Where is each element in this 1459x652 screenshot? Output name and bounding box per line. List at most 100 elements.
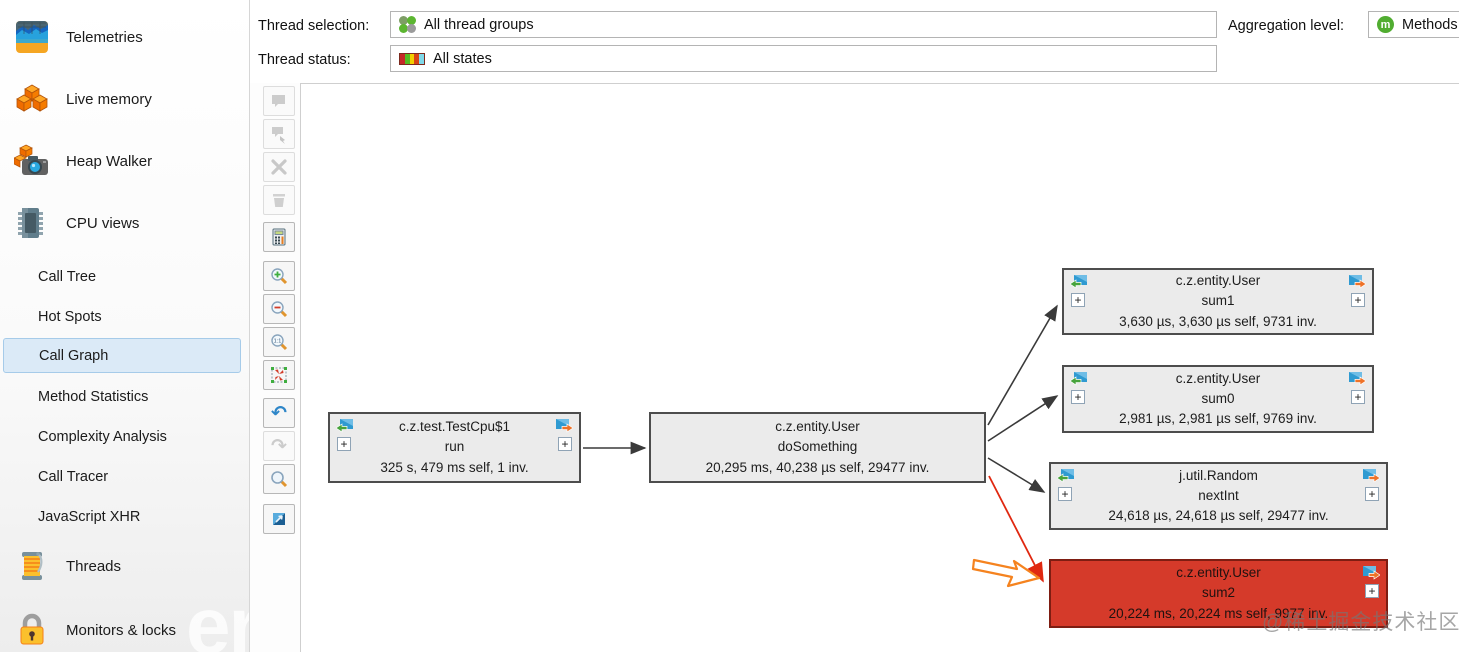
graph-node-run[interactable]: + + c.z.test.TestCpu$1 run 325 s, 479 ms… <box>328 412 581 483</box>
thread-status-combobox[interactable]: All states <box>390 45 1217 72</box>
thread-selection-label: Thread selection: <box>258 18 370 34</box>
zoom-out-icon <box>271 301 288 318</box>
sidebar-item-call-graph[interactable]: Call Graph <box>3 338 241 373</box>
expand-callers-button[interactable]: + <box>1071 390 1085 404</box>
outgoing-calls-icon[interactable] <box>1348 275 1367 295</box>
node-class: c.z.entity.User <box>1175 273 1261 289</box>
find-icon <box>271 471 288 488</box>
open-overview-button[interactable] <box>263 504 295 534</box>
graph-node-sum2[interactable]: + c.z.entity.User sum2 20,224 ms, 20,224… <box>1049 559 1388 628</box>
delete-graph-icon <box>273 194 285 207</box>
thread-selection-combobox[interactable]: All thread groups <box>390 11 1217 38</box>
thread-selection-value: All thread groups <box>424 16 534 33</box>
thread-states-icon <box>399 52 425 65</box>
sidebar-item-label: Threads <box>66 557 122 575</box>
node-class: c.z.entity.User <box>1175 370 1261 386</box>
node-stats: 2,981 µs, 2,981 µs self, 9769 inv. <box>1119 411 1317 427</box>
redo-icon: ↷ <box>271 434 287 457</box>
thread-status-value: All states <box>433 50 492 67</box>
zoom-out-button[interactable] <box>263 294 295 324</box>
sidebar-item-method-statistics[interactable]: Method Statistics <box>38 389 149 405</box>
site-watermark: @稀土掘金技术社区 <box>1262 611 1459 634</box>
node-method: doSomething <box>777 439 858 455</box>
add-annotation-button[interactable] <box>263 86 295 116</box>
outgoing-calls-icon[interactable] <box>1362 469 1381 489</box>
incoming-calls-icon[interactable] <box>1056 469 1075 489</box>
sidebar-item-hot-spots[interactable]: Hot Spots <box>38 309 102 325</box>
sidebar-item-call-tracer[interactable]: Call Tracer <box>38 469 109 485</box>
sidebar-item-label: CPU views <box>66 214 140 232</box>
aggregation-level-combobox[interactable]: m Methods <box>1368 11 1459 38</box>
node-stats: 3,630 µs, 3,630 µs self, 9731 inv. <box>1119 313 1317 329</box>
incoming-calls-icon[interactable] <box>1069 275 1088 295</box>
thread-status-label: Thread status: <box>258 52 351 68</box>
node-class: c.z.entity.User <box>775 419 860 435</box>
graph-node-sum0[interactable]: + + c.z.entity.User sum0 2,981 µs, 2,981… <box>1062 365 1374 433</box>
sidebar-item-monitors-locks[interactable]: Monitors & locks <box>0 605 249 652</box>
cpu-views-icon <box>12 203 52 243</box>
sidebar-item-heap-walker[interactable]: Heap Walker <box>0 136 249 186</box>
sidebar-item-call-tree[interactable]: Call Tree <box>38 269 97 285</box>
outgoing-calls-icon[interactable] <box>1348 372 1367 392</box>
sidebar-item-label: Telemetries <box>66 28 143 46</box>
expand-callers-button[interactable]: + <box>1058 487 1072 501</box>
zoom-in-icon <box>271 268 288 285</box>
graph-node-sum1[interactable]: + + c.z.entity.User sum1 3,630 µs, 3,630… <box>1062 268 1374 335</box>
graph-node-dosomething[interactable]: c.z.entity.User doSomething 20,295 ms, 4… <box>649 412 986 483</box>
sidebar-item-telemetries[interactable]: Telemetries <box>0 12 249 62</box>
node-stats: 24,618 µs, 24,618 µs self, 29477 inv. <box>1108 508 1329 524</box>
move-annotation-icon <box>272 127 285 144</box>
node-method: sum2 <box>1201 585 1235 601</box>
sidebar-item-label: Heap Walker <box>66 152 153 170</box>
node-class: c.z.entity.User <box>1176 565 1261 581</box>
sidebar-item-live-memory[interactable]: Live memory <box>0 74 249 124</box>
zoom-actual-size-button[interactable]: 1:1 <box>263 327 295 357</box>
incoming-calls-icon[interactable] <box>335 419 354 439</box>
remove-node-button[interactable] <box>263 152 295 182</box>
svg-text:1:1: 1:1 <box>274 339 282 345</box>
call-graph-canvas[interactable]: + + c.z.test.TestCpu$1 run 325 s, 479 ms… <box>300 83 1459 652</box>
aggregation-level-label: Aggregation level: <box>1228 18 1345 34</box>
sidebar-item-threads[interactable]: Threads <box>0 541 249 591</box>
delete-graph-button[interactable] <box>263 185 295 215</box>
aggregation-level-value: Methods <box>1402 16 1458 33</box>
expand-callees-button[interactable]: + <box>1365 487 1379 501</box>
hand-drawn-arrow-annotation <box>971 558 1041 588</box>
open-overview-icon <box>273 513 285 525</box>
sidebar-item-complexity-analysis[interactable]: Complexity Analysis <box>38 429 167 445</box>
expand-callees-button[interactable]: + <box>1351 390 1365 404</box>
incoming-calls-icon[interactable] <box>1069 372 1088 392</box>
filter-toolbar: Thread selection: All thread groups Thre… <box>250 0 1459 83</box>
sidebar-item-cpu-views[interactable]: CPU views <box>0 198 249 248</box>
calculator-icon <box>272 228 286 246</box>
outgoing-calls-icon[interactable] <box>1362 566 1381 586</box>
outgoing-calls-icon[interactable] <box>555 419 574 439</box>
expand-callers-button[interactable]: + <box>1071 293 1085 307</box>
node-method: sum1 <box>1201 293 1235 309</box>
find-button[interactable] <box>263 464 295 494</box>
graph-node-nextint[interactable]: + + j.util.Random nextInt 24,618 µs, 24,… <box>1049 462 1388 530</box>
thread-groups-icon <box>399 16 416 33</box>
zoom-in-button[interactable] <box>263 261 295 291</box>
sidebar-item-javascript-xhr[interactable]: JavaScript XHR <box>38 509 141 525</box>
node-method: sum0 <box>1201 390 1235 406</box>
sidebar-item-label: Live memory <box>66 90 152 108</box>
undo-button[interactable]: ↶ <box>263 398 295 428</box>
calculator-button[interactable] <box>263 222 295 252</box>
node-class: j.util.Random <box>1179 467 1258 483</box>
graph-toolbar: 1:1 ↶ ↷ <box>250 83 300 652</box>
move-annotation-button[interactable] <box>263 119 295 149</box>
view-sidebar: er Telemetries Live memory Heap Walker C… <box>0 0 250 652</box>
redo-button[interactable]: ↷ <box>263 431 295 461</box>
expand-callers-button[interactable]: + <box>337 437 351 451</box>
background-watermark: er <box>186 581 249 652</box>
expand-callees-button[interactable]: + <box>558 437 572 451</box>
threads-icon <box>12 546 52 586</box>
expand-callees-button[interactable]: + <box>1351 293 1365 307</box>
fit-content-button[interactable] <box>263 360 295 390</box>
methods-icon: m <box>1377 16 1394 33</box>
live-memory-icon <box>12 79 52 119</box>
expand-callees-button[interactable]: + <box>1365 584 1379 598</box>
remove-node-icon <box>271 159 287 175</box>
